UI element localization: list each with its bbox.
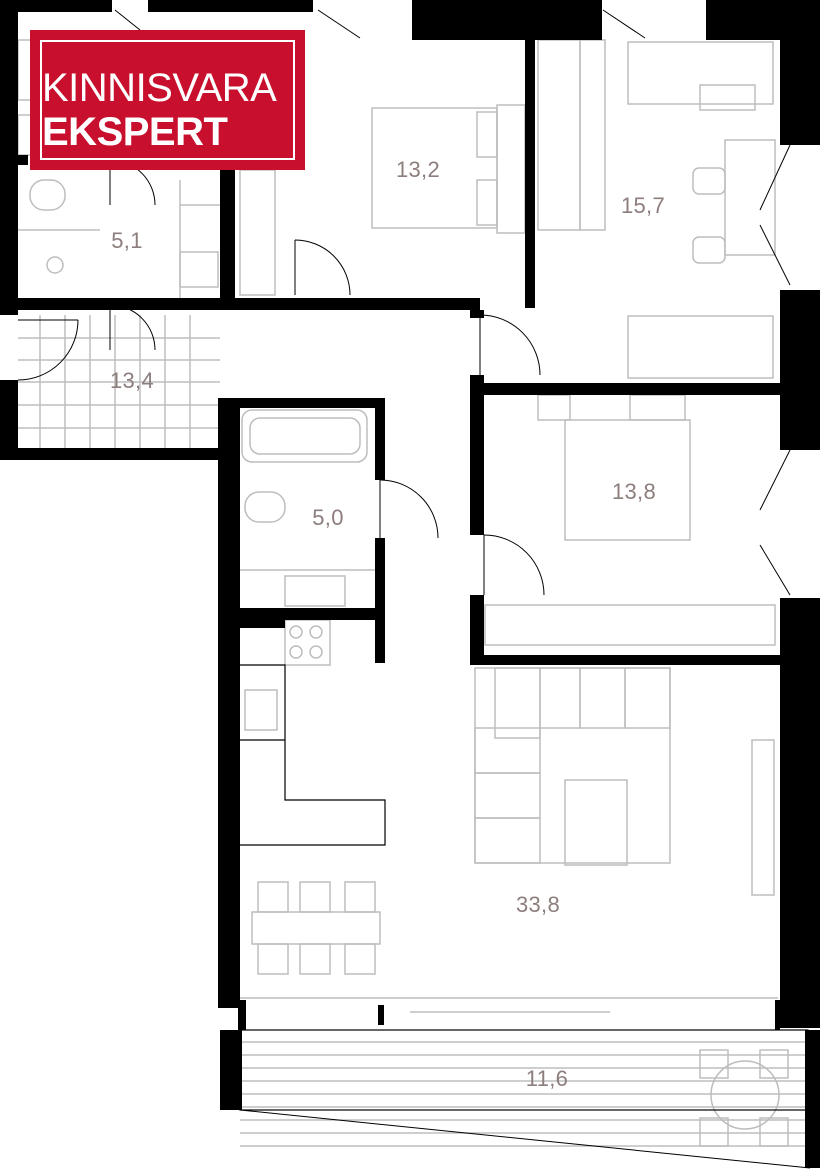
- toilet-2: [244, 491, 286, 523]
- bathtub: [241, 409, 368, 463]
- room-area-bedroom-1: 13,2: [395, 157, 441, 182]
- room-area-bathroom-small: 5,1: [111, 228, 143, 253]
- room-area-terrace: 11,6: [525, 1066, 569, 1091]
- room-area-bedroom-3: 13,8: [611, 479, 657, 504]
- room-area-living: 33,8: [515, 892, 561, 917]
- brand-logo: KINNISVARA EKSPERT: [30, 30, 305, 170]
- kitchen-outline: [239, 664, 809, 1111]
- shower-drain: [46, 256, 64, 274]
- wardrobe-2: [537, 39, 581, 231]
- terrace-wall-left: [220, 1030, 242, 1110]
- logo-frame-gap: [226, 138, 286, 152]
- desk: [724, 139, 776, 256]
- wardrobe-3: [484, 604, 776, 646]
- brand-name-line1: KINNISVARA: [42, 66, 277, 110]
- chair-2: [692, 236, 726, 264]
- coffee-table: [564, 779, 628, 866]
- terrace-boards: [240, 1041, 805, 1147]
- dining-table: [251, 911, 381, 945]
- brand-name-line2: EKSPERT: [42, 110, 228, 154]
- wardrobe-1: [239, 169, 276, 296]
- corner-sofa: [474, 667, 671, 864]
- sink: [244, 689, 278, 731]
- toilet: [29, 179, 66, 211]
- room-area-bathroom: 5,0: [312, 505, 344, 530]
- furniture-layer: [17, 39, 805, 1147]
- stove: [284, 619, 331, 666]
- doors-layer: [17, 9, 811, 1169]
- terrace-wall-right: [805, 1030, 820, 1168]
- tv-unit: [751, 739, 775, 896]
- bed-2b: [627, 315, 774, 379]
- terrace-table: [710, 1060, 780, 1130]
- double-bed-3: [564, 419, 691, 541]
- walls-layer: [0, 0, 820, 1030]
- washbasin-2: [284, 575, 346, 607]
- room-area-hall: 13,4: [109, 368, 155, 393]
- room-area-bedroom-2: 15,7: [620, 193, 666, 218]
- hall-tiles: [18, 315, 220, 450]
- washbasin: [179, 251, 219, 288]
- chair-1: [692, 167, 726, 195]
- logo-frame: [40, 40, 295, 160]
